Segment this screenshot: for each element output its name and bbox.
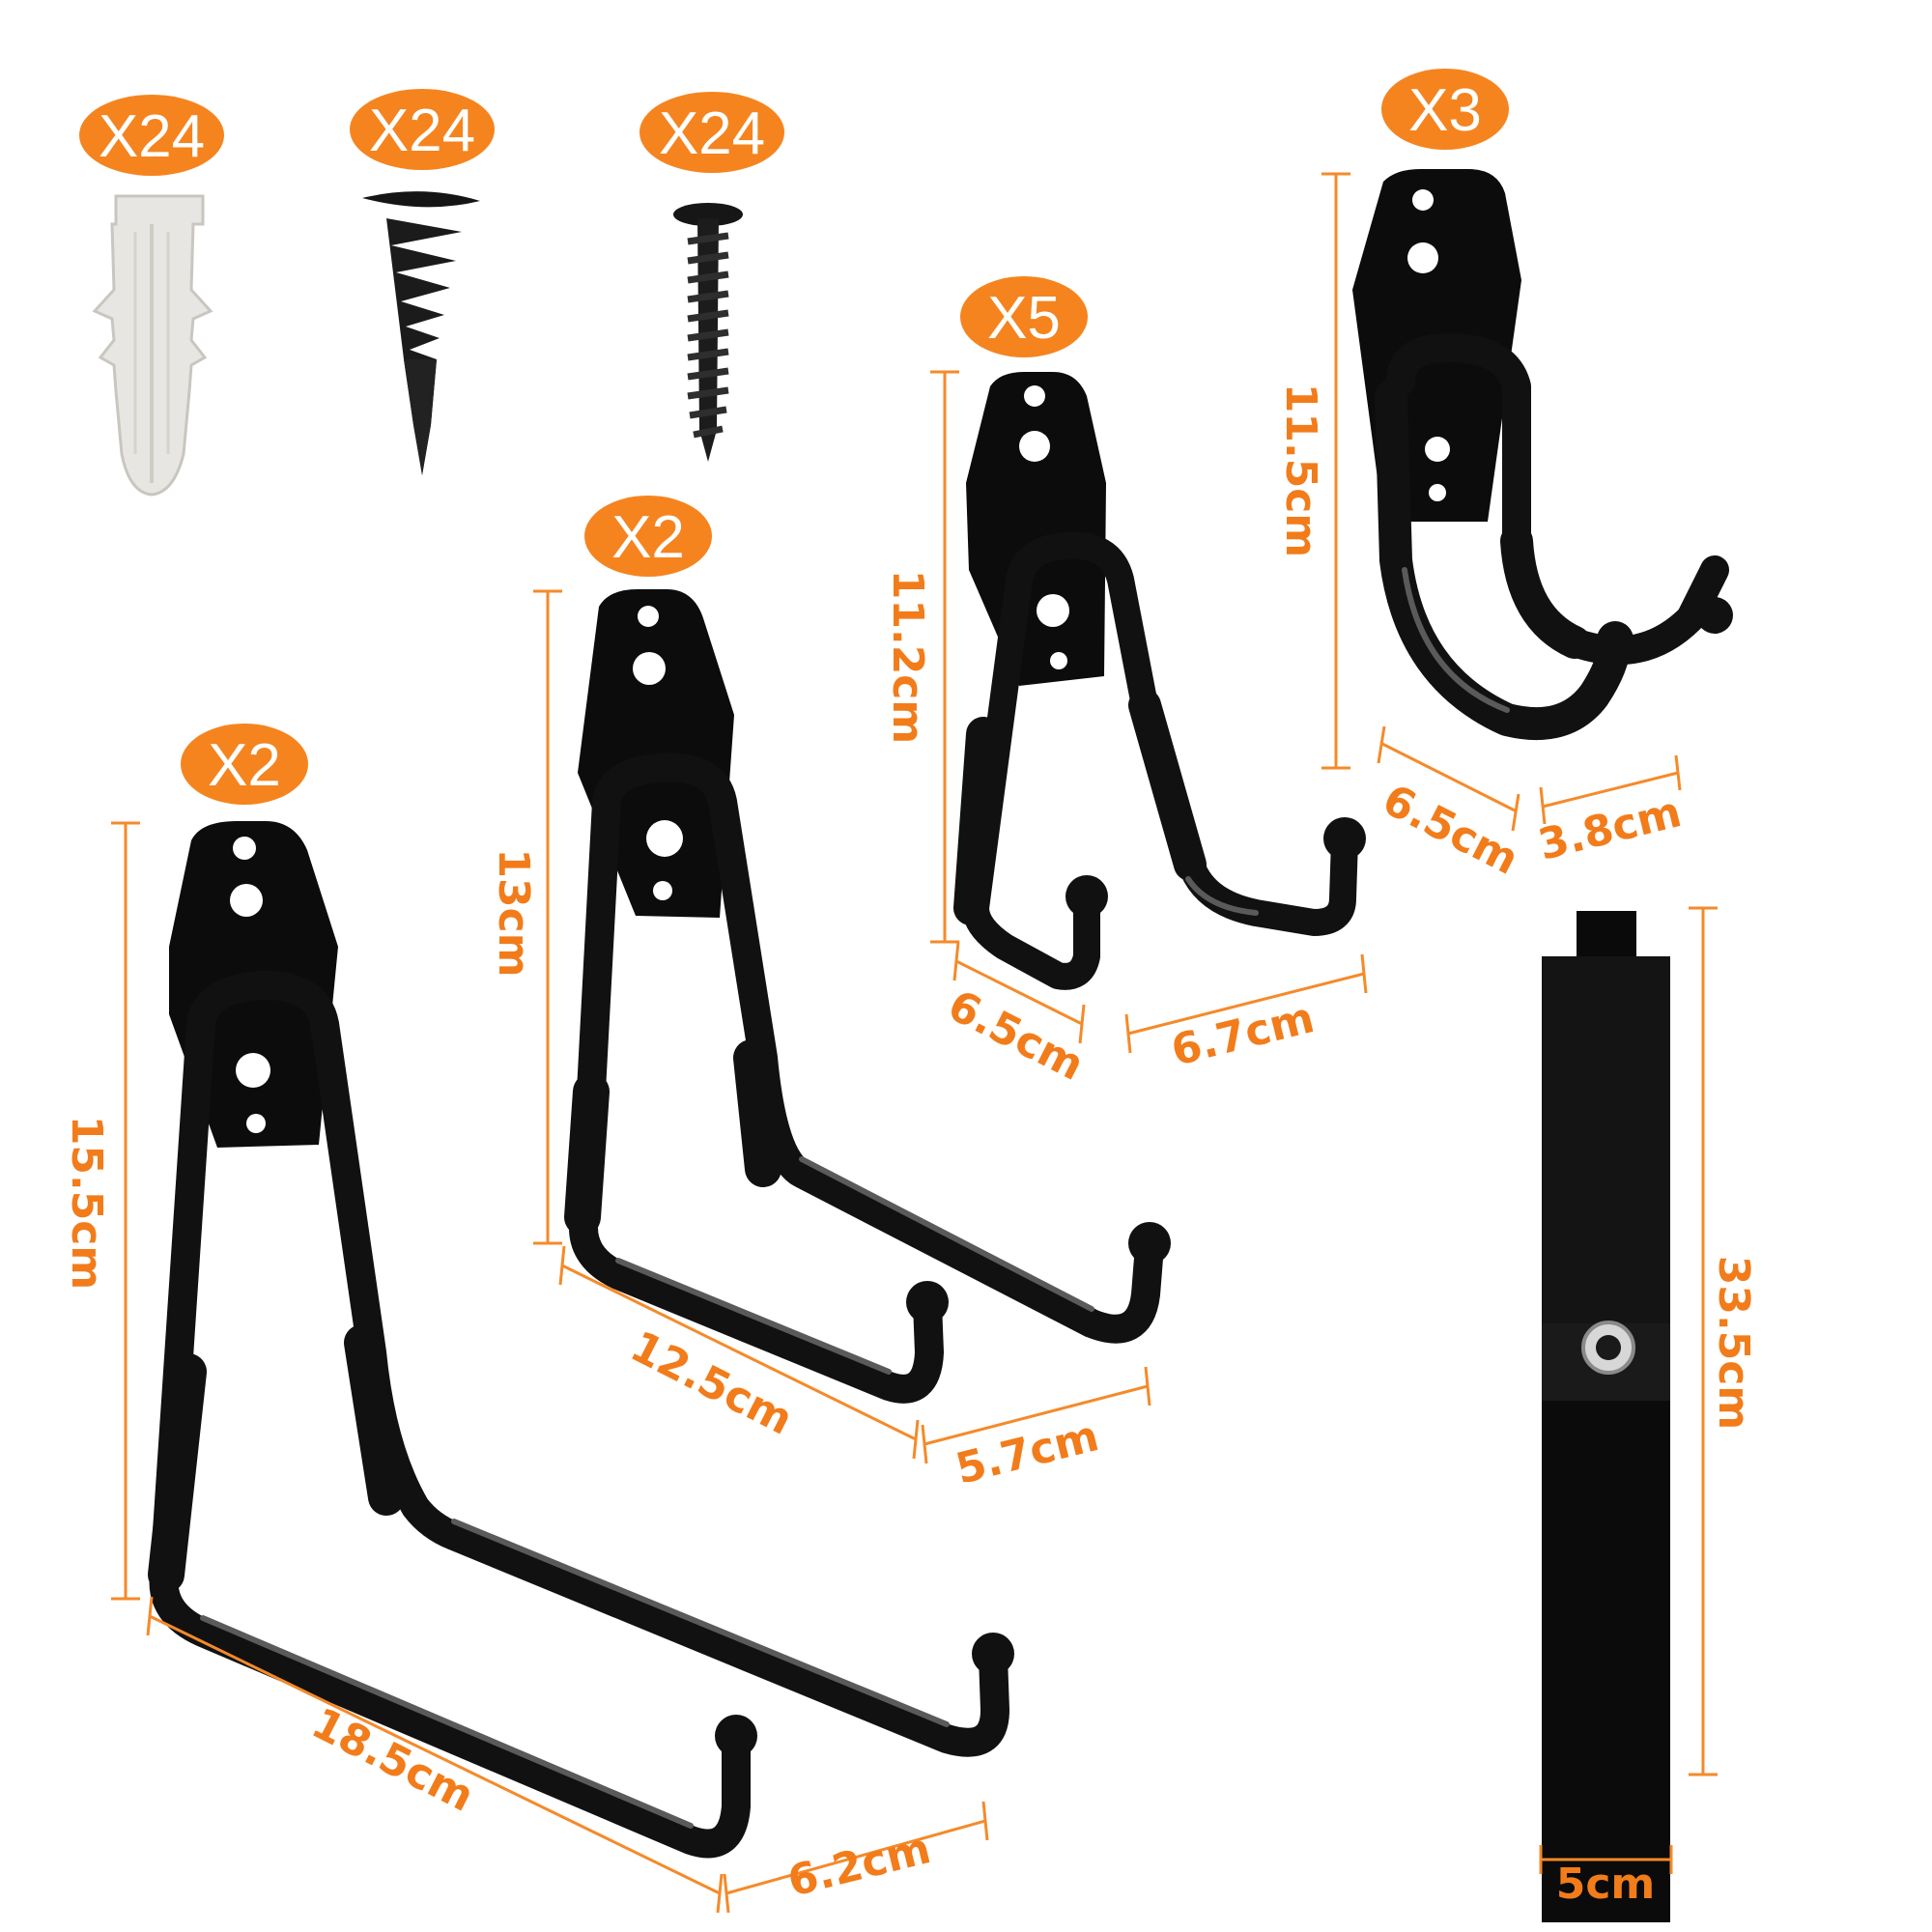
large-utility-hook-icon [148, 821, 1014, 1859]
badge-screw-qty-text: X24 [659, 100, 765, 167]
badge-small-hook-qty-text: X5 [987, 285, 1061, 352]
badge-medium-hook-qty-text: X2 [611, 504, 685, 571]
double-hook-height-dimension: 11.5cm [1276, 172, 1350, 770]
badge-drywall-anchor-qty-text: X24 [369, 98, 475, 164]
velcro-strap-icon [1542, 911, 1670, 1922]
strap-width-dimension: 5cm [1539, 1845, 1673, 1909]
badge-anchor-qty: X24 [79, 95, 224, 176]
small-hook-width-dimension: 6.7cm [1124, 953, 1368, 1076]
badge-small-hook-qty: X5 [960, 276, 1088, 357]
small-utility-hook-icon [953, 372, 1366, 990]
double-hook-depth-dimension: 6.5cm [1375, 725, 1526, 885]
double-hook-gap-label: 3.8cm [1534, 787, 1687, 870]
badge-drywall-anchor-qty: X24 [350, 89, 495, 170]
medium-hook-width-dimension: 5.7cm [921, 1366, 1151, 1494]
large-hook-width-label: 6.2cm [783, 1824, 936, 1907]
small-hook-height-label: 11.2cm [883, 570, 932, 745]
medium-hook-height-dimension: 13cm [489, 589, 562, 1245]
medium-hook-width-label: 5.7cm [952, 1411, 1104, 1494]
badge-double-hook-qty: X3 [1381, 69, 1509, 150]
badge-medium-hook-qty: X2 [584, 496, 712, 577]
badge-large-hook-qty: X2 [181, 724, 308, 805]
badge-anchor-qty-text: X24 [99, 103, 205, 170]
strap-width-label: 5cm [1556, 1860, 1656, 1909]
large-hook-height-label: 15.5cm [62, 1116, 111, 1291]
plastic-wall-anchor-icon [92, 194, 213, 497]
double-j-hook-icon [1352, 169, 1733, 741]
medium-utility-hook-icon [564, 589, 1171, 1404]
wood-screw-icon [673, 203, 743, 462]
badge-screw-qty: X24 [639, 92, 784, 173]
badge-double-hook-qty-text: X3 [1408, 77, 1482, 144]
badge-large-hook-qty-text: X2 [208, 732, 281, 799]
small-hook-height-dimension: 11.2cm [883, 370, 959, 944]
double-hook-height-label: 11.5cm [1276, 384, 1325, 558]
double-hook-gap-dimension: 3.8cm [1534, 754, 1687, 870]
strap-length-label: 33.5cm [1709, 1256, 1758, 1431]
strap-length-dimension: 33.5cm [1689, 906, 1758, 1776]
double-hook-depth-label: 6.5cm [1375, 775, 1526, 884]
large-hook-width-dimension: 6.2cm [723, 1801, 989, 1914]
self-drilling-drywall-anchor-icon [362, 191, 480, 475]
medium-hook-height-label: 13cm [489, 848, 538, 977]
small-hook-depth-label: 6.5cm [940, 980, 1092, 1090]
large-hook-height-dimension: 15.5cm [62, 821, 140, 1601]
